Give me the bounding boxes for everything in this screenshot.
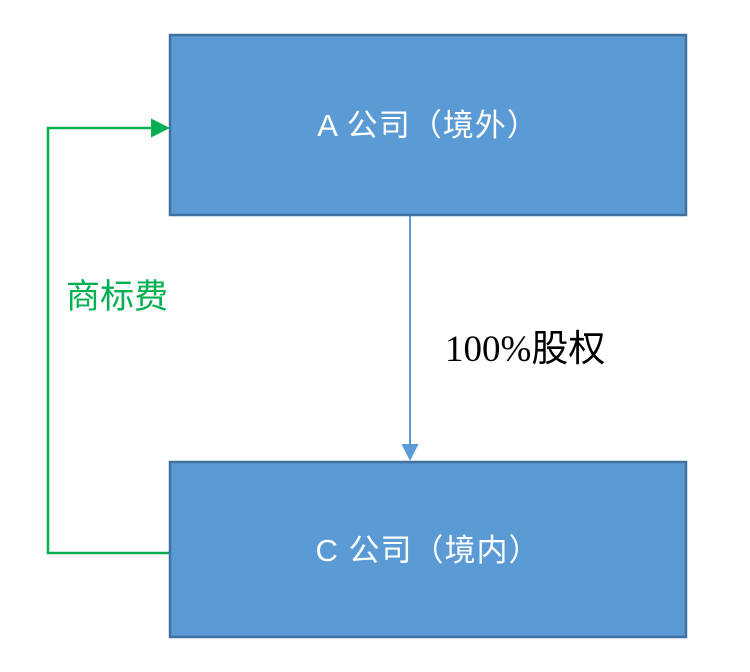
node-company-c [168, 460, 688, 639]
trademark-fee-arrow-line [46, 126, 170, 555]
equity-edge-label: 100%股权 [445, 328, 605, 370]
trademark-fee-arrow-head-icon [151, 118, 170, 138]
node-company-a-label: A 公司（境外） [317, 108, 539, 143]
equity-arrow-head-icon [401, 444, 419, 461]
trademark-fee-edge-label: 商标费 [66, 278, 168, 316]
node-company-a [168, 33, 688, 217]
node-company-c-label: C 公司（境内） [316, 533, 541, 568]
